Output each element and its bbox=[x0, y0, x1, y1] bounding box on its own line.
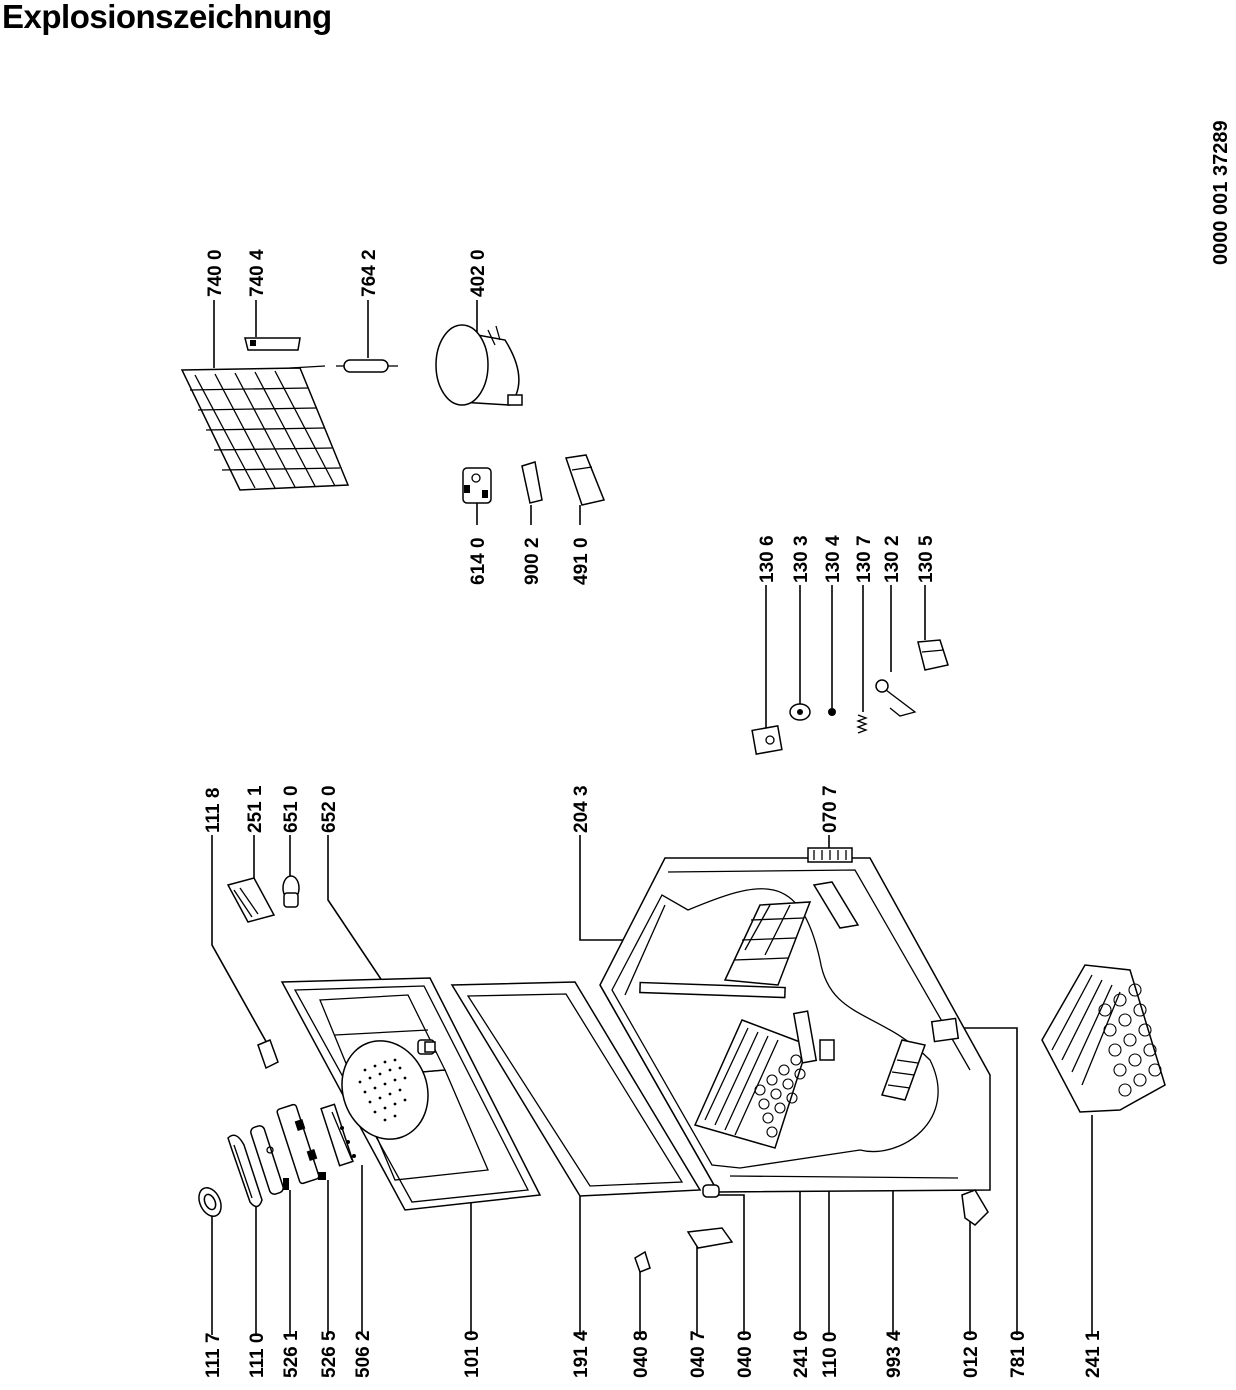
part-bracket-9002 bbox=[521, 461, 543, 504]
part-1302 bbox=[875, 679, 917, 717]
part-7810 bbox=[930, 1017, 960, 1043]
label-1100: 110 0 bbox=[820, 1332, 841, 1379]
label-0707: 070 7 bbox=[820, 785, 841, 833]
part-0408 bbox=[634, 1250, 651, 1273]
part-basket-2411 bbox=[1041, 964, 1166, 1113]
part-cover-1110 bbox=[227, 1134, 263, 1208]
part-1305 bbox=[917, 639, 949, 671]
part-hinge-0120 bbox=[961, 1189, 989, 1226]
label-0408: 040 8 bbox=[631, 1330, 652, 1378]
part-1306 bbox=[751, 725, 783, 755]
part-gasket-1914 bbox=[450, 981, 702, 1197]
part-clip-1118 bbox=[257, 1039, 279, 1070]
label-1010: 101 0 bbox=[462, 1330, 483, 1378]
part-cover-4910 bbox=[565, 454, 606, 506]
part-6520 bbox=[424, 1041, 436, 1053]
part-compressor-4020 bbox=[435, 324, 523, 406]
part-lamp-5062 bbox=[320, 1103, 356, 1167]
part-relay-6140 bbox=[462, 467, 492, 504]
label-9002: 900 2 bbox=[522, 537, 543, 585]
label-4910: 491 0 bbox=[571, 537, 592, 585]
label-6510: 651 0 bbox=[281, 785, 302, 833]
label-9934: 993 4 bbox=[884, 1330, 905, 1378]
part-1100 bbox=[792, 1010, 835, 1064]
label-6520: 652 0 bbox=[319, 785, 340, 833]
label-1117: 111 7 bbox=[203, 1333, 224, 1378]
label-1110: 111 0 bbox=[247, 1333, 268, 1378]
part-plate-9934 bbox=[881, 1039, 926, 1101]
label-1306: 130 6 bbox=[757, 535, 778, 583]
label-1118: 111 8 bbox=[203, 788, 224, 833]
part-dryer-7642 bbox=[336, 359, 398, 373]
part-lampholder-6510 bbox=[282, 875, 300, 908]
part-hinge-0400 bbox=[702, 1184, 720, 1198]
page-title: Explosionszeichnung bbox=[2, 0, 332, 35]
label-1305: 130 5 bbox=[916, 535, 937, 583]
part-bracket-7404 bbox=[244, 337, 301, 351]
label-7404: 740 4 bbox=[247, 249, 268, 297]
label-5265: 526 5 bbox=[319, 1330, 340, 1378]
label-4020: 402 0 bbox=[468, 249, 489, 297]
label-7642: 764 2 bbox=[359, 249, 380, 297]
part-cabinet-0400 bbox=[599, 857, 991, 1193]
part-switch-5265 bbox=[276, 1103, 326, 1185]
label-6140: 614 0 bbox=[468, 537, 489, 585]
label-2410: 241 0 bbox=[791, 1330, 812, 1378]
label-1302: 130 2 bbox=[882, 535, 903, 583]
part-knob-1117 bbox=[198, 1187, 222, 1217]
part-handle-2511 bbox=[226, 877, 276, 923]
label-7400: 740 0 bbox=[205, 249, 226, 297]
part-thermostat-5261 bbox=[250, 1125, 289, 1195]
part-grille-0707 bbox=[807, 847, 860, 929]
label-1307: 130 7 bbox=[854, 535, 875, 583]
label-5062: 506 2 bbox=[353, 1330, 374, 1378]
label-1304: 130 4 bbox=[823, 535, 844, 583]
part-labels: 111 7 111 0 526 1 526 5 506 2 101 0 191 … bbox=[203, 249, 1104, 1378]
label-0400: 040 0 bbox=[735, 1330, 756, 1378]
part-1303 bbox=[789, 703, 811, 721]
label-2511: 251 1 bbox=[245, 785, 266, 833]
part-1304 bbox=[828, 708, 836, 716]
label-0407: 040 7 bbox=[688, 1330, 709, 1378]
label-1303: 130 3 bbox=[791, 535, 812, 583]
part-0407 bbox=[686, 1227, 734, 1249]
part-lid-1010 bbox=[280, 977, 542, 1211]
label-5261: 526 1 bbox=[281, 1330, 302, 1378]
label-0120: 012 0 bbox=[961, 1330, 982, 1378]
part-basket-2043 bbox=[723, 901, 812, 986]
label-1914: 191 4 bbox=[571, 1330, 592, 1378]
label-2043: 204 3 bbox=[571, 785, 592, 833]
part-spring-1307 bbox=[856, 714, 868, 734]
label-7810: 781 0 bbox=[1008, 1330, 1029, 1378]
part-condenser-7400 bbox=[180, 365, 350, 491]
label-2411: 241 1 bbox=[1083, 1330, 1104, 1378]
